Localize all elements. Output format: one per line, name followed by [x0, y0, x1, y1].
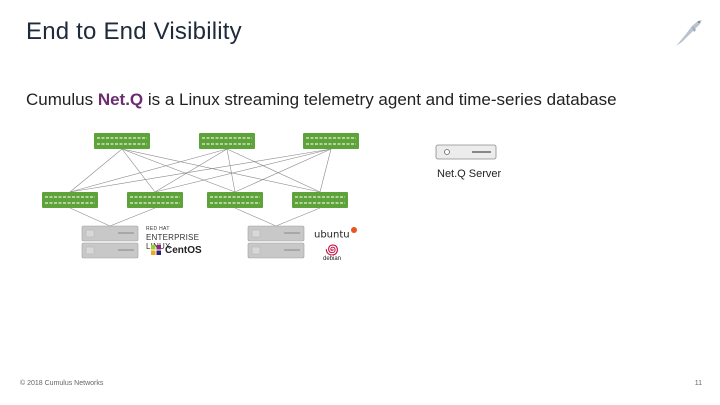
- spine-switch-icon: [94, 133, 150, 149]
- subtitle-prefix: Cumulus: [26, 90, 98, 109]
- ubuntu-text: ubuntu: [314, 229, 350, 241]
- slide-title: End to End Visibility: [26, 18, 242, 45]
- cumulus-bird-logo-icon: [676, 20, 702, 46]
- redhat-small-text: RED HAT: [146, 226, 170, 232]
- centos-icon: [151, 245, 161, 255]
- ubuntu-logo: ubuntu: [314, 227, 357, 240]
- rack-server-icon: [247, 225, 305, 259]
- ubuntu-circle-icon: [350, 227, 357, 233]
- subtitle-suffix: is a Linux streaming telemetry agent and…: [143, 90, 617, 109]
- netq-server-label: Net.Q Server: [437, 168, 502, 180]
- centos-text: CentOS: [165, 244, 202, 256]
- leaf-switch-icon: [292, 192, 348, 208]
- centos-logo: CentOS: [150, 244, 202, 256]
- debian-swirl-icon: ꩜: [325, 241, 339, 257]
- footer-copyright: © 2018 Cumulus Networks: [20, 380, 104, 387]
- slide-subtitle: Cumulus Net.Q is a Linux streaming telem…: [26, 90, 617, 110]
- rack-server-icon: [81, 225, 139, 259]
- leaf-switch-icon: [127, 192, 183, 208]
- spine-switch-icon: [303, 133, 359, 149]
- netq-server-icon: [435, 144, 497, 160]
- debian-logo: ꩜ debian: [320, 242, 344, 262]
- page-number: 11: [694, 380, 702, 387]
- fabric-links: [69, 148, 332, 227]
- subtitle-highlight-netq: Net.Q: [97, 90, 144, 109]
- debian-text: debian: [322, 256, 342, 262]
- leaf-switch-icon: [207, 192, 263, 208]
- leaf-switch-icon: [42, 192, 98, 208]
- spine-switch-icon: [199, 133, 255, 149]
